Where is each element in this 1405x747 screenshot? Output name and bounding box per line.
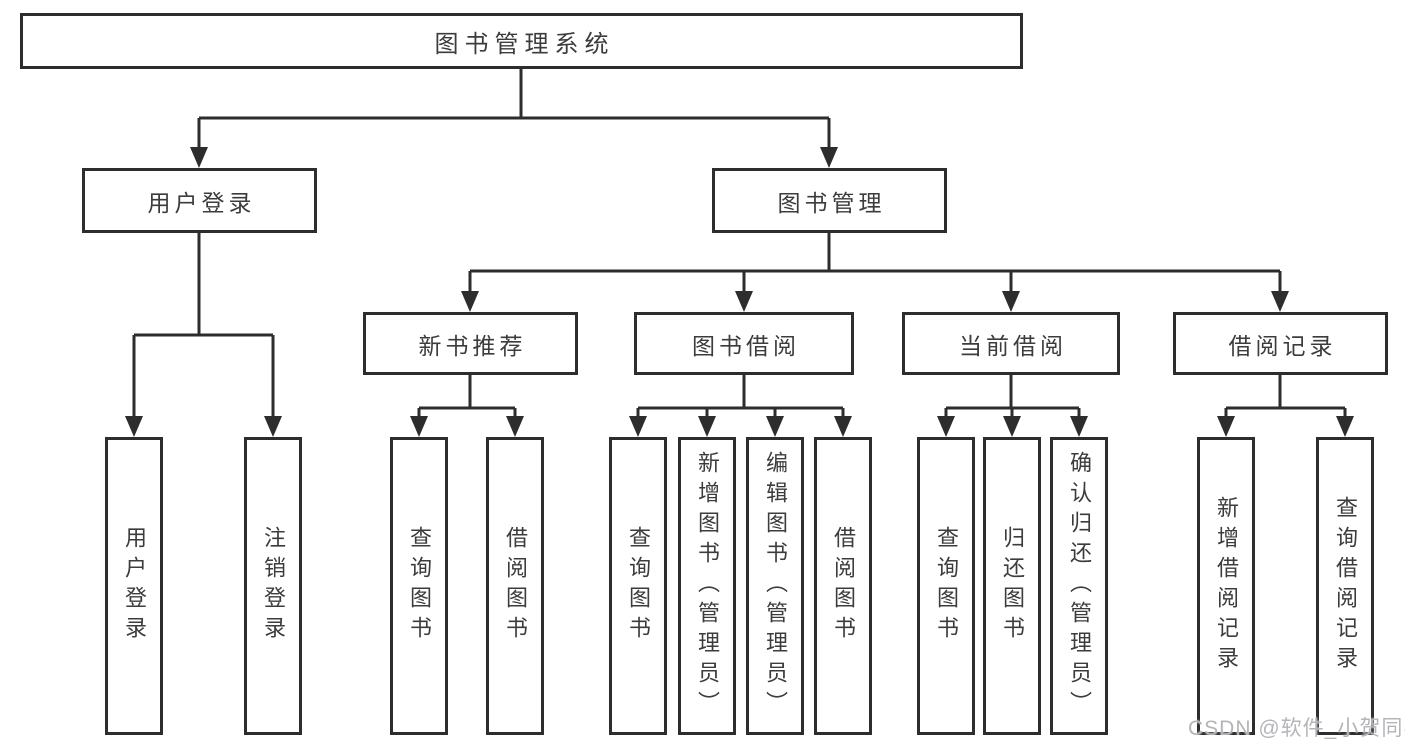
leaf-borrow-borrow-book: 借阅图书 [814,437,872,735]
leaf-borrow-add-book: 新增图书（管理员） [678,437,736,735]
csdn-watermark: CSDN @软件_小贺同学 [1188,717,1405,740]
node-user-login-label: 用户登录 [147,189,256,216]
leaf-records-query-record-label: 查询借阅记录 [1333,496,1358,676]
node-system-label: 图书管理系统 [434,30,615,58]
leaf-current-query-book-label: 查询图书 [934,526,959,646]
leaf-logout-label: 注销登录 [261,526,286,646]
leaf-current-return-book-label: 归还图书 [1000,526,1025,646]
leaf-recommend-borrow-book-label: 借阅图书 [503,526,528,646]
leaf-borrow-add-book-label: 新增图书（管理员） [695,451,720,721]
node-book-borrowing-label: 图书借阅 [692,332,800,359]
node-system: 图书管理系统 [20,13,1023,69]
node-new-book-recommend-label: 新书推荐 [418,332,527,359]
leaf-borrow-query-book: 查询图书 [609,437,667,735]
node-new-book-recommend: 新书推荐 [363,312,578,375]
leaf-user-login: 用户登录 [105,437,163,735]
leaf-records-add-record: 新增借阅记录 [1197,437,1255,735]
leaf-borrow-edit-book-label: 编辑图书（管理员） [763,451,788,721]
leaf-recommend-borrow-book: 借阅图书 [486,437,544,735]
leaf-current-return-book: 归还图书 [983,437,1041,735]
node-current-borrowing-label: 当前借阅 [959,332,1067,359]
arrowheads [125,147,1354,437]
leaf-recommend-query-book-label: 查询图书 [407,526,432,646]
leaf-user-login-label: 用户登录 [122,526,147,646]
leaf-logout: 注销登录 [244,437,302,735]
node-book-borrowing: 图书借阅 [634,312,854,375]
leaf-current-query-book: 查询图书 [917,437,975,735]
leaf-records-query-record: 查询借阅记录 [1316,437,1374,735]
node-book-management-label: 图书管理 [777,189,886,216]
leaf-recommend-query-book: 查询图书 [390,437,448,735]
leaf-borrow-edit-book: 编辑图书（管理员） [746,437,804,735]
leaf-current-confirm-return-label: 确认归还（管理员） [1067,451,1092,721]
leaf-records-add-record-label: 新增借阅记录 [1214,496,1239,676]
node-current-borrowing: 当前借阅 [902,312,1120,375]
leaf-borrow-borrow-book-label: 借阅图书 [831,526,856,646]
node-book-management: 图书管理 [712,168,947,233]
node-user-login: 用户登录 [82,168,317,233]
node-borrowing-records: 借阅记录 [1173,312,1388,375]
leaf-borrow-query-book-label: 查询图书 [626,526,651,646]
node-borrowing-records-label: 借阅记录 [1228,332,1337,359]
leaf-current-confirm-return: 确认归还（管理员） [1050,437,1108,735]
tree-edges [132,69,1347,416]
